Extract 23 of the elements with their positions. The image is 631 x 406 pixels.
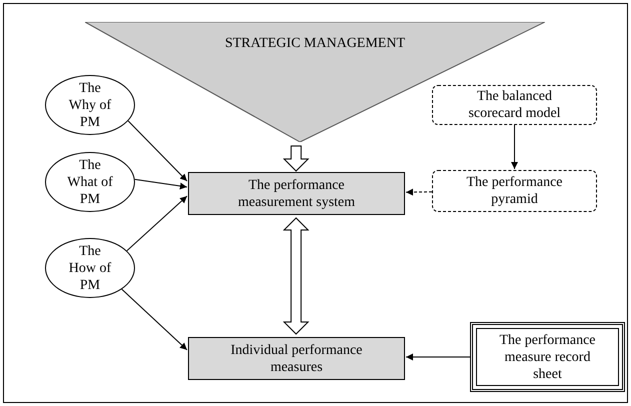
node-label: The performance pyramid	[466, 174, 564, 208]
node-label: The What of PM	[66, 156, 114, 208]
node-label: The balanced scorecard model	[467, 88, 562, 122]
arrow	[406, 354, 470, 360]
arrow	[511, 124, 518, 170]
dashed-box	[432, 170, 597, 212]
arrow	[128, 120, 188, 182]
arrow	[126, 196, 188, 252]
node-label: STRATEGIC MANAGEMENT	[224, 35, 406, 53]
process-box	[188, 172, 405, 215]
node-label: The How of PM	[68, 242, 112, 294]
hollow-arrow	[282, 217, 310, 335]
arrow	[406, 188, 432, 196]
double-border-box	[470, 322, 625, 392]
arrow	[121, 288, 188, 350]
node-label: The performance measurement system	[236, 176, 356, 210]
node-label: The performance measure record sheet	[498, 332, 596, 382]
arrow	[134, 178, 188, 190]
node-label: The Why of PM	[68, 80, 112, 130]
node-label: Individual performance measures	[230, 342, 364, 376]
dashed-box	[432, 85, 597, 125]
hollow-arrow	[282, 145, 310, 172]
process-box	[188, 337, 405, 380]
